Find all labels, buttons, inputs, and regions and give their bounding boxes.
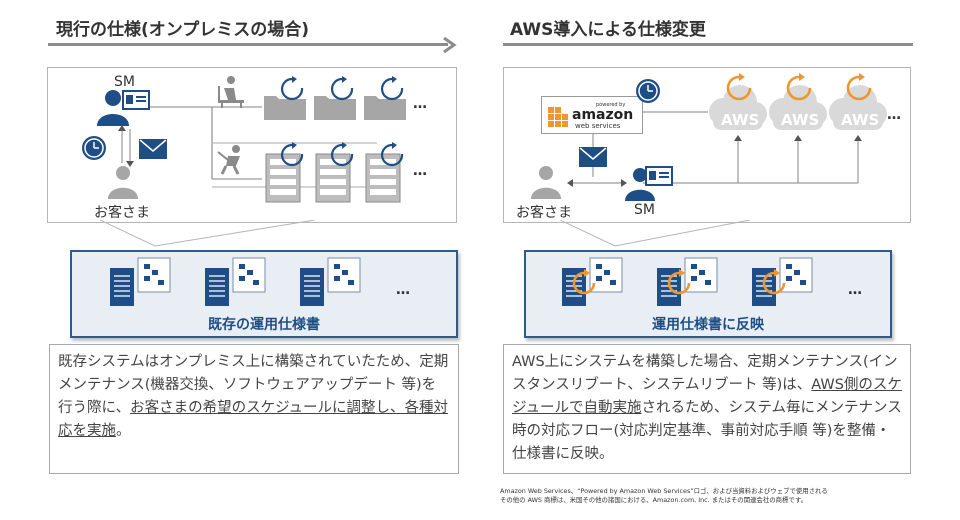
refresh-icon [380, 77, 404, 101]
refresh-icon [330, 143, 354, 167]
refresh-icon [762, 271, 786, 295]
left-spec-ellipsis: … [396, 282, 411, 298]
refresh-icon [786, 75, 812, 101]
right-spec-ellipsis: … [848, 282, 863, 298]
id-card-icon [645, 166, 673, 186]
right-description: AWS上にシステムを構築した場合、定期メンテナンス(インスタンスリブート、システ… [503, 344, 911, 474]
worker-desk-icon [218, 76, 244, 108]
aws-logo-webservices: web services [575, 122, 621, 130]
sm-person-icon [625, 168, 655, 201]
folder-icon [364, 96, 406, 120]
aws-logo-amazon: amazon [572, 107, 633, 123]
left-ellipsis-bottom: … [413, 163, 428, 179]
aws-cloud-icon [709, 85, 767, 130]
aws-logo: powered by amazon web services [541, 96, 643, 134]
aws-cloud-label: AWS [721, 111, 759, 129]
left-desc-end: 。 [116, 423, 131, 439]
left-sm-label: SM [114, 74, 135, 90]
clock-icon [82, 136, 106, 160]
left-callout-lines [100, 220, 316, 247]
right-spec-title: 運用仕様書に反映 [652, 317, 764, 333]
refresh-icon [846, 75, 872, 101]
refresh-icon [280, 143, 304, 167]
document-icon [110, 257, 171, 306]
mail-icon [579, 147, 607, 167]
left-customer-label: お客さま [94, 205, 150, 221]
left-desc-underlined: お客さまの希望のスケジュールに調整し、各種対応を実施 [58, 400, 449, 439]
aws-logo-graphic: powered by amazon web services [548, 102, 633, 130]
left-heading: 現行の仕様(オンプレミスの場合) [56, 20, 310, 40]
document-icon [657, 257, 718, 306]
left-spec-documents [110, 257, 361, 306]
folder-row [264, 96, 406, 120]
left-spec-title: 既存の運用仕様書 [208, 317, 320, 333]
refresh-icon [667, 271, 691, 295]
document-icon [300, 257, 361, 306]
document-icon [752, 257, 813, 306]
folder-icon [314, 96, 356, 120]
aws-cloud-label: AWS [781, 111, 819, 129]
customer-person-icon [531, 166, 561, 199]
refresh-icon [330, 77, 354, 101]
id-card-icon [122, 90, 150, 110]
refresh-icon [572, 271, 596, 295]
right-spec-documents [562, 257, 813, 306]
refresh-icon [280, 77, 304, 101]
maintenance-worker-icon [217, 145, 240, 175]
mail-icon [139, 139, 167, 159]
aws-cloud-icon [829, 85, 887, 130]
right-heading-rule [503, 43, 913, 46]
left-desc-text: 既存システムはオンプレミス上に構築されていたため、定期メンテナンス(機器交換、ソ… [58, 354, 449, 416]
right-diagram-lines [567, 111, 862, 187]
right-callout-lines [560, 220, 751, 247]
left-description: 既存システムはオンプレミス上に構築されていたため、定期メンテナンス(機器交換、ソ… [49, 344, 459, 474]
right-desc-end: されるため、システム毎にメンテナンス時の対応フロー(対応判定基準、事前対応手順 … [512, 400, 902, 462]
right-diagram-panel [503, 67, 911, 223]
aws-cloud-row: AWS AWS AWS [709, 73, 887, 130]
right-desc-text: AWS上にシステムを構築した場合、定期メンテナンス(インスタンスリブート、システ… [512, 354, 898, 393]
left-refresh-icons [280, 76, 404, 167]
arrow-right-icon [443, 36, 457, 54]
right-desc-underlined: AWS側のスケジュールで自動実施 [512, 377, 902, 416]
right-customer-label: お客さま [516, 205, 572, 221]
aws-cloud-label: AWS [841, 111, 879, 129]
refresh-icon [380, 143, 404, 167]
right-sm-label: SM [634, 202, 655, 218]
server-row [265, 153, 401, 203]
customer-person-icon [108, 166, 138, 199]
document-icon [205, 257, 266, 306]
clock-icon [636, 79, 660, 103]
left-heading-rule [48, 43, 448, 46]
footnote: Amazon Web Services、“Powered by Amazon W… [500, 487, 828, 504]
footnote-line-1: Amazon Web Services、“Powered by Amazon W… [500, 487, 828, 495]
left-ellipsis-top: … [413, 96, 428, 112]
right-heading: AWS導入による仕様変更 [510, 20, 706, 40]
right-ellipsis: … [887, 107, 902, 123]
folder-icon [264, 96, 306, 120]
sm-person-icon [97, 90, 129, 126]
aws-logo-powered: powered by [596, 102, 625, 108]
refresh-icon [726, 75, 752, 101]
document-icon [562, 257, 623, 306]
footnote-line-2: その他の AWS 商標は、米国その他の諸国における、Amazon.com, In… [500, 495, 807, 504]
